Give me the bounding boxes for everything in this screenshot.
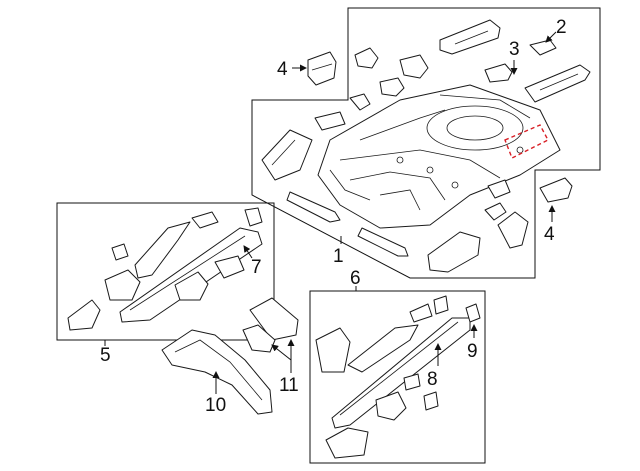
rear-bracket-long bbox=[439, 19, 501, 55]
bracket-9 bbox=[465, 303, 481, 323]
callout-4-upper: 4 bbox=[277, 59, 288, 80]
bracket-floor-left-e bbox=[314, 111, 346, 131]
rail-left bbox=[286, 191, 341, 223]
bracket-4-upper bbox=[307, 51, 337, 86]
rail-center bbox=[357, 227, 409, 257]
group-1-panel bbox=[251, 7, 601, 279]
callout-1: 1 bbox=[333, 246, 344, 267]
right-rail-bracket-f bbox=[409, 303, 433, 323]
callout-3: 3 bbox=[509, 39, 520, 60]
right-rail-bracket-g bbox=[433, 295, 449, 315]
side-bracket-left bbox=[261, 129, 313, 181]
bracket-floor-left-d bbox=[349, 93, 371, 111]
bracket-bottom-right-d bbox=[487, 179, 511, 199]
bracket-4-right bbox=[539, 177, 573, 203]
right-rail-bracket-c bbox=[375, 391, 407, 421]
callout-10: 10 bbox=[205, 395, 226, 416]
left-frame-rail bbox=[119, 227, 263, 323]
callout-4-right: 4 bbox=[544, 224, 555, 245]
left-rail-bracket-c bbox=[174, 271, 209, 301]
left-rail-bracket-b bbox=[67, 299, 101, 331]
callout-11: 11 bbox=[279, 375, 299, 396]
callout-7: 7 bbox=[251, 257, 262, 278]
highlight-area bbox=[504, 124, 549, 159]
right-rail-bracket-d bbox=[403, 373, 421, 391]
left-rail-bracket-f bbox=[244, 207, 263, 227]
callout-9: 9 bbox=[467, 341, 478, 362]
callout-6: 6 bbox=[350, 268, 361, 289]
bracket-bottom-right-a bbox=[427, 231, 481, 273]
bracket-bottom-right-b bbox=[497, 211, 529, 249]
callout-5: 5 bbox=[100, 345, 111, 366]
bracket-bottom-right-c bbox=[484, 202, 507, 221]
right-rail-bracket-e bbox=[423, 391, 439, 411]
bracket-2 bbox=[529, 39, 557, 56]
callout-8: 8 bbox=[427, 369, 438, 390]
bracket-floor-left-c bbox=[379, 77, 405, 97]
bracket-floor-left-a bbox=[354, 47, 379, 69]
bracket-floor-left-b bbox=[399, 54, 429, 79]
rear-crossmember-right bbox=[524, 64, 591, 103]
right-rail-bracket-b bbox=[325, 427, 369, 459]
group-5-panel bbox=[56, 202, 275, 341]
right-rail-extension bbox=[347, 324, 419, 373]
left-rail-bracket-a bbox=[104, 269, 141, 301]
left-rail-bracket-d bbox=[214, 255, 245, 279]
left-rail-bracket-g bbox=[111, 243, 129, 261]
group-6-panel bbox=[309, 290, 486, 464]
right-rail-bracket-a bbox=[315, 327, 351, 373]
rear-floor-pan bbox=[317, 84, 561, 229]
left-rail-bracket-e bbox=[191, 211, 219, 229]
left-rail-extension bbox=[134, 221, 191, 279]
callout-2: 2 bbox=[556, 17, 567, 38]
bracket-3 bbox=[484, 63, 513, 83]
